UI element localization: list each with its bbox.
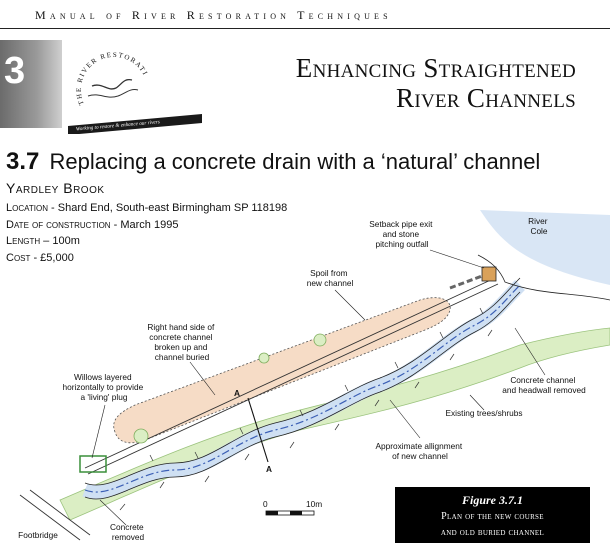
label-concrete-channel: Concrete channel and headwall removed — [502, 375, 586, 395]
length-line: Length – 100m — [6, 233, 287, 250]
section-marker-top: A — [234, 388, 240, 398]
label-approx-alignment: Approximate allignment of new channel — [375, 441, 464, 461]
date-line: Date of construction - March 1995 — [6, 217, 287, 234]
section-title-text: Replacing a concrete drain with a ‘natur… — [49, 149, 541, 174]
site-plan-diagram: A A Setback pipe exit and stone pitching… — [18, 210, 610, 542]
chapter-title-line2: River Channels — [396, 83, 576, 113]
scale-ten: 10m — [306, 499, 322, 509]
label-spoil: Spoil from new channel — [307, 268, 354, 288]
length-value: – 100m — [40, 235, 80, 247]
site-name: Yardley Brook — [6, 180, 105, 196]
cost-value: - £5,000 — [30, 251, 74, 264]
label-trees: Existing trees/shrubs — [445, 408, 522, 418]
section-title: 3.7 Replacing a concrete drain with a ‘n… — [6, 148, 540, 176]
willow-plug — [79, 455, 107, 473]
spoil-area — [113, 297, 451, 444]
stone-pitching-outfall — [481, 266, 497, 282]
chapter-number: 3 — [4, 50, 26, 92]
scale-bar: 0 10m — [263, 499, 322, 516]
footbridge-line — [19, 494, 81, 541]
cost-line: Cost - £5,000 — [6, 250, 287, 267]
section-number: 3.7 — [6, 148, 40, 175]
label-concrete-removed: Concrete removed — [110, 522, 146, 542]
river-bank-line — [477, 254, 610, 301]
header-rule — [0, 28, 610, 29]
chapter-tab — [0, 40, 62, 128]
page-header: Manual of River Restoration Techniques — [0, 0, 610, 30]
footbridge-line — [29, 489, 91, 536]
project-details: Location - Shard End, South-east Birming… — [6, 200, 287, 266]
old-channel-line-2 — [87, 283, 499, 475]
setback-pipe — [449, 274, 483, 290]
label-setback: Setback pipe exit and stone pitching out… — [369, 219, 435, 249]
new-channel-bank-left — [84, 277, 521, 486]
date-key: Date of construction — [6, 218, 111, 231]
shrub — [258, 352, 270, 364]
length-key: Length — [6, 235, 41, 247]
section-marker-bottom: A — [266, 464, 272, 474]
river-cole-area — [480, 210, 610, 285]
date-value: - March 1995 — [110, 218, 179, 231]
location-key: Location — [6, 202, 48, 214]
bank-hatching — [119, 307, 493, 511]
label-right-hand-side: Right hand side of concrete channel brok… — [147, 322, 216, 362]
location-line: Location - Shard End, South-east Birming… — [6, 200, 287, 217]
old-channel-line-1 — [84, 277, 496, 469]
manual-title: Manual of River Restoration Techniques — [35, 8, 392, 22]
river-restoration-centre-logo: THE RIVER RESTORATION CENTRE Working to … — [62, 44, 202, 134]
chapter-title: Enhancing Straightened River Channels — [296, 53, 576, 113]
leader-lines — [91, 249, 546, 526]
figure-title: Figure 3.7.1 — [461, 493, 523, 507]
location-value: - Shard End, South-east Birmingham SP 11… — [47, 202, 288, 214]
figure-caption-line1: Plan of the new course — [441, 511, 544, 522]
new-channel-bank-right — [84, 291, 521, 500]
chapter-title-line1: Enhancing Straightened — [295, 53, 576, 83]
label-river-cole: River Cole — [528, 216, 550, 236]
section-line-a — [247, 397, 269, 463]
shrub — [313, 333, 327, 347]
figure-caption-box: Figure 3.7.1 Plan of the new course and … — [395, 487, 590, 543]
shrub — [133, 428, 149, 444]
figure-caption-line2: and old buried channel — [440, 527, 545, 538]
label-footbridge: Footbridge — [18, 530, 58, 540]
label-willows: Willows layered horizontally to provide … — [62, 372, 145, 402]
scale-zero: 0 — [263, 499, 268, 509]
new-channel — [82, 280, 525, 499]
cost-key: Cost — [6, 251, 31, 264]
